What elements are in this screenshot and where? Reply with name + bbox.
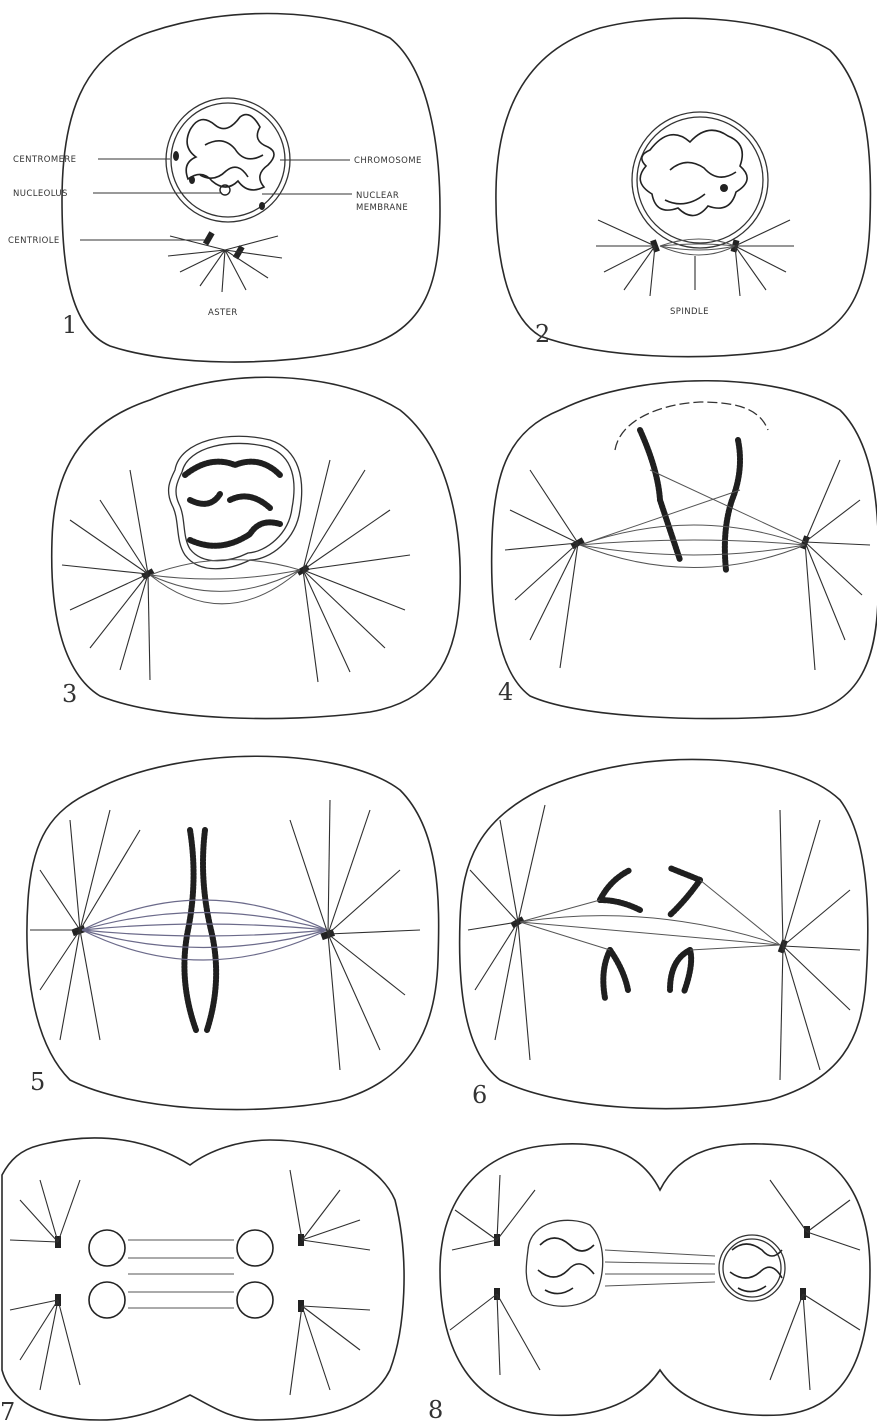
membrane-fragment-4 xyxy=(615,402,768,450)
panel-8: 8 xyxy=(428,1144,870,1424)
aster-rays-2 xyxy=(596,220,794,296)
panel-1: CENTROMERE NUCLEOLUS CENTRIOLE CHROMOSOM… xyxy=(8,13,440,362)
cell-2 xyxy=(496,18,871,357)
aster-rays-3 xyxy=(62,460,410,682)
cell-4 xyxy=(492,381,877,719)
spindle-7 xyxy=(128,1240,234,1308)
panel-number-1: 1 xyxy=(62,311,77,339)
chromosomes-5 xyxy=(184,830,216,1030)
panel-number-6: 6 xyxy=(472,1081,487,1109)
centrioles-7 xyxy=(55,1234,304,1312)
panel-7: 7 xyxy=(0,1138,404,1426)
panel-number-2: 2 xyxy=(535,320,550,348)
cell-1 xyxy=(62,13,440,362)
panel-2: SPINDLE 2 xyxy=(496,18,871,357)
label-nuclear-membrane-line1: NUCLEAR xyxy=(356,191,399,201)
cell-6 xyxy=(460,759,868,1108)
label-aster: ASTER xyxy=(208,308,238,318)
label-chromosome: CHROMOSOME xyxy=(354,156,422,166)
panel-number-8: 8 xyxy=(428,1396,443,1424)
panel-number-4: 4 xyxy=(498,678,513,706)
cell-3 xyxy=(52,377,460,718)
panel-4: 4 xyxy=(492,381,877,719)
aster-rays-6 xyxy=(468,805,860,1080)
spindle-8 xyxy=(605,1250,715,1286)
aster-rays-7 xyxy=(10,1170,370,1395)
label-centromere: CENTROMERE xyxy=(13,155,76,165)
label-centriole: CENTRIOLE xyxy=(8,236,60,246)
label-nucleolus: NUCLEOLUS xyxy=(13,189,68,199)
aster-rays-8 xyxy=(450,1175,860,1390)
spindle-4 xyxy=(580,470,805,568)
panel-number-5: 5 xyxy=(30,1068,45,1096)
cell-8 xyxy=(440,1144,870,1416)
panel-6: 6 xyxy=(460,759,868,1109)
label-spindle: SPINDLE xyxy=(670,307,709,317)
nucleus-3 xyxy=(169,436,302,569)
spindle-6 xyxy=(520,880,780,950)
nucleus-2 xyxy=(632,112,768,248)
cell-7 xyxy=(2,1138,404,1420)
aster-rays-1 xyxy=(168,236,282,292)
chromosomes-4 xyxy=(640,430,740,570)
panel-number-7: 7 xyxy=(0,1398,15,1426)
aster-rays-4 xyxy=(505,460,870,670)
aster-rays-5 xyxy=(30,800,420,1070)
panel-3: 3 xyxy=(52,377,460,718)
panel-number-3: 3 xyxy=(62,680,77,708)
nucleus-1 xyxy=(166,98,290,222)
label-nuclear-membrane-line2: MEMBRANE xyxy=(356,203,408,213)
spindle-3 xyxy=(150,560,300,604)
panel-5: 5 xyxy=(27,756,439,1109)
